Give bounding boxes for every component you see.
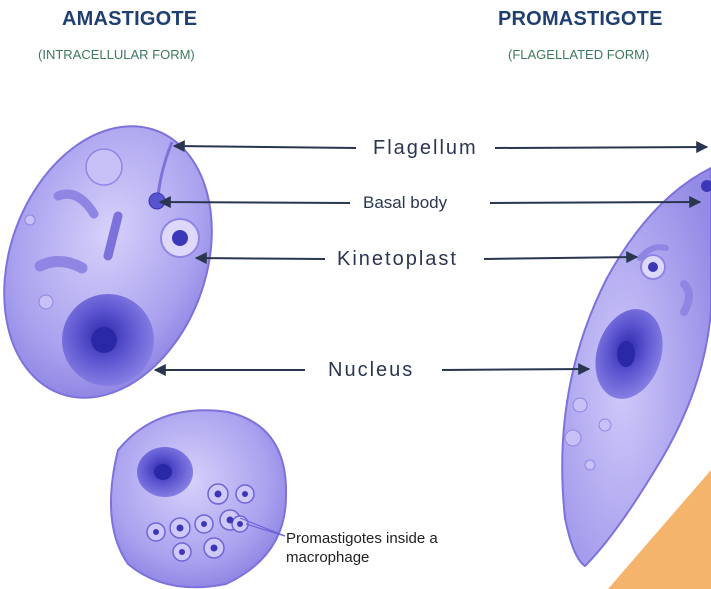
promastigote-subtitle: (FLAGELLATED FORM) <box>508 47 649 62</box>
label-flagellum: Flagellum <box>373 138 478 158</box>
label-basal-body: Basal body <box>363 194 447 211</box>
amastigote-subtitle: (INTRACELLULAR FORM) <box>38 47 195 62</box>
label-kinetoplast: Kinetoplast <box>337 249 458 269</box>
label-nucleus: Nucleus <box>328 360 414 380</box>
macrophage-caption: Promastigotes inside a macrophage <box>286 530 496 568</box>
amastigote-title: AMASTIGOTE <box>62 8 197 31</box>
macrophage-cell <box>111 410 286 587</box>
promastigote-title: PROMASTIGOTE <box>498 8 663 31</box>
